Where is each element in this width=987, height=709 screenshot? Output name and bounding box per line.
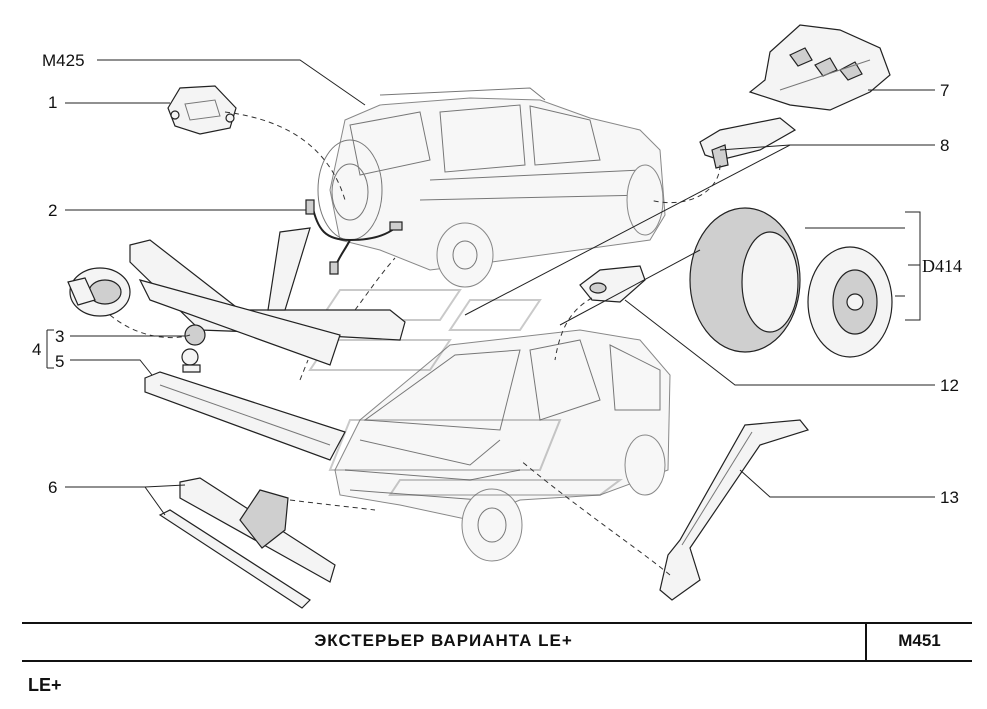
callout-13: 13: [940, 488, 959, 507]
part-3-hitch-cover: [67, 267, 131, 317]
part-5-rear-skid-plate: [144, 371, 346, 461]
callout-3: 3: [55, 327, 64, 346]
part-8-bracket: [699, 117, 797, 169]
callout-12: 12: [940, 376, 959, 395]
rear-car-illustration: [317, 87, 666, 288]
callout-6: 6: [48, 478, 57, 497]
callout-4: 4: [32, 340, 41, 359]
part-7-engine-guard: [748, 24, 891, 111]
title-divider: [865, 624, 867, 660]
part-4-tow-hitch: [129, 227, 406, 373]
drawing-title: ЭКСТЕРЬЕР ВАРИАНТА LE+: [314, 631, 573, 650]
title-block: ЭКСТЕРЬЕР ВАРИАНТА LE+ M451: [22, 622, 972, 662]
part-2-wiring-harness: [305, 199, 403, 275]
variant-label: LE+: [28, 675, 62, 695]
callout-8: 8: [940, 136, 949, 155]
callout-1: 1: [48, 93, 57, 112]
callout-2: 2: [48, 201, 57, 220]
callout-d414: D414: [922, 256, 962, 276]
part-13-side-molding: [659, 419, 810, 601]
part-6-front-guard: [158, 477, 336, 609]
callout-5: 5: [55, 352, 64, 371]
drawing-code: M451: [898, 631, 941, 650]
leader-lines: [46, 59, 935, 516]
part-1-badge: [167, 85, 237, 135]
d414-spare-wheel: [689, 207, 893, 358]
callout-7: 7: [940, 81, 949, 100]
front-car-illustration: [334, 329, 671, 562]
connector-lines: [109, 111, 721, 576]
callout-m425: M425: [42, 51, 85, 70]
parts-diagram: M425 1 2 3 4 5 6 7 8 D414 12 13: [32, 24, 962, 609]
